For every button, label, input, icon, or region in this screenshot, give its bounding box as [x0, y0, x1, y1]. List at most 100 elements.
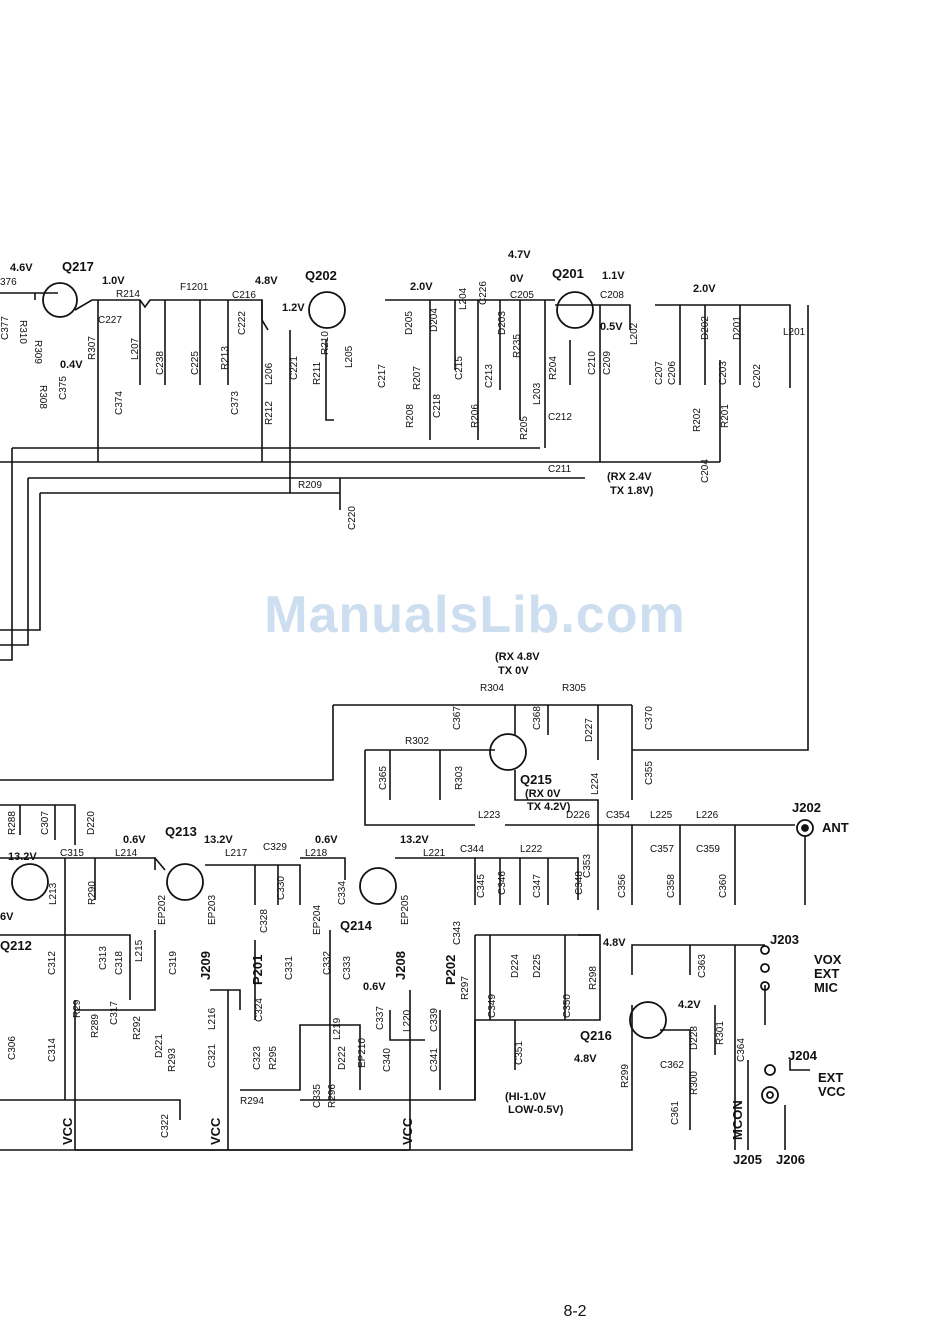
l218-label: L218	[305, 848, 328, 859]
d226-label: D226	[566, 810, 590, 821]
q202-label: Q202	[305, 268, 337, 283]
c211-label: C211	[548, 464, 572, 475]
q216-voltage: 4.8V	[603, 937, 626, 949]
vcc-label: VCC	[818, 1084, 846, 1099]
vcc-label-3: VCC	[400, 1117, 415, 1145]
q217-v3: 0.4V	[60, 359, 83, 371]
c364-label: C364	[736, 1038, 747, 1062]
l201-label: L201	[783, 327, 806, 338]
c328-label: C328	[259, 909, 270, 933]
mcon-label: MCON	[730, 1100, 745, 1140]
d205-label: D205	[404, 311, 415, 335]
r302-label: R302	[405, 736, 429, 747]
c204-label: C204	[700, 459, 711, 483]
c370-label: C370	[644, 706, 655, 730]
l217-label: L217	[225, 848, 248, 859]
c220-label: C220	[347, 506, 358, 530]
r289-label: R289	[90, 1014, 101, 1038]
voltage-0-6v: 0.6V	[363, 981, 386, 993]
c355-label: C355	[644, 761, 655, 785]
r294-label: R294	[240, 1096, 264, 1107]
l224-label: L224	[590, 772, 601, 795]
c354-label: C354	[606, 810, 630, 821]
c350-label: C350	[562, 994, 573, 1018]
c368-label: C368	[532, 706, 543, 730]
c375-label: C375	[58, 376, 69, 400]
l215-label: L215	[134, 939, 145, 962]
l225-label: L225	[650, 810, 673, 821]
ep202-label: EP202	[157, 895, 168, 925]
q212-label: Q212	[0, 938, 32, 953]
ep204-label: EP204	[312, 905, 323, 935]
q201-voltage: 4.7V	[508, 249, 531, 261]
mic-label: MIC	[814, 980, 838, 995]
j206-label: J206	[776, 1152, 805, 1167]
c376-label: 376	[0, 277, 17, 288]
c209-label: C209	[602, 351, 613, 375]
ep210-label: EP210	[357, 1038, 368, 1068]
c322-label: C322	[160, 1114, 171, 1138]
ep203-label: EP203	[207, 895, 218, 925]
q212-v2: 6V	[0, 911, 14, 923]
c344-label: C344	[460, 844, 484, 855]
rx-tx-note-2b: TX 0V	[498, 665, 529, 677]
l223-label: L223	[478, 810, 501, 821]
j209-label: J209	[198, 951, 213, 980]
c362-label: C362	[660, 1060, 684, 1071]
d204-label: D204	[429, 308, 440, 332]
r299-label: R299	[620, 1064, 631, 1088]
l226-label: L226	[696, 810, 719, 821]
q217-label: Q217	[62, 259, 94, 274]
q202-v2: 1.2V	[282, 302, 305, 314]
c358-label: C358	[666, 874, 677, 898]
c359-label: C359	[696, 844, 720, 855]
c377-label: C377	[0, 316, 11, 340]
c319-label: C319	[168, 951, 179, 975]
r296-label: R296	[327, 1084, 338, 1108]
r214-label: R214	[116, 289, 140, 300]
voltage-2v-b: 2.0V	[693, 283, 716, 295]
c216-label: C216	[232, 290, 256, 301]
j205-label: J205	[733, 1152, 762, 1167]
watermark: ManualsLib.com	[264, 586, 686, 644]
q213-label: Q213	[165, 824, 197, 839]
d203-label: D203	[497, 311, 508, 335]
vox-label: VOX	[814, 952, 842, 967]
r300-label: R300	[689, 1071, 700, 1095]
c357-label: C357	[650, 844, 674, 855]
q217-voltage: 4.6V	[10, 262, 33, 274]
r202-label: R202	[692, 408, 703, 432]
c345-label: C345	[476, 874, 487, 898]
l205-label: L205	[344, 345, 355, 368]
q212-voltage: 13.2V	[8, 851, 37, 863]
r211-label: R211	[312, 361, 323, 385]
d222-label: D222	[337, 1046, 348, 1070]
c360-label: C360	[718, 874, 729, 898]
j203-label: J203	[770, 932, 799, 947]
l222-label: L222	[520, 844, 543, 855]
c348-label: C348	[574, 871, 585, 895]
q216-label: Q216	[580, 1028, 612, 1043]
l203-label: L203	[532, 382, 543, 405]
r295-label: R295	[268, 1046, 279, 1070]
r206-label: R206	[470, 404, 481, 428]
hi-low-note: (HI-1.0V	[505, 1091, 547, 1103]
r288-label: R288	[7, 811, 18, 835]
c207-label: C207	[654, 361, 665, 385]
c313-label: C313	[98, 946, 109, 970]
d201-label: D201	[732, 316, 743, 340]
l206-label: L206	[264, 362, 275, 385]
ext-vcc-label: EXT	[818, 1070, 843, 1085]
c331-label: C331	[284, 956, 295, 980]
r201-label: R201	[720, 404, 731, 428]
wiring	[0, 292, 810, 1151]
r293-label: R293	[167, 1048, 178, 1072]
p201-label: P201	[250, 955, 265, 985]
q214-voltage: 13.2V	[400, 834, 429, 846]
r212-label: R212	[264, 401, 275, 425]
c346-label: C346	[497, 871, 508, 895]
j208-label: J208	[393, 951, 408, 980]
c333-label: C333	[342, 956, 353, 980]
r29-label: R29	[72, 999, 83, 1018]
c337-label: C337	[375, 1006, 386, 1030]
